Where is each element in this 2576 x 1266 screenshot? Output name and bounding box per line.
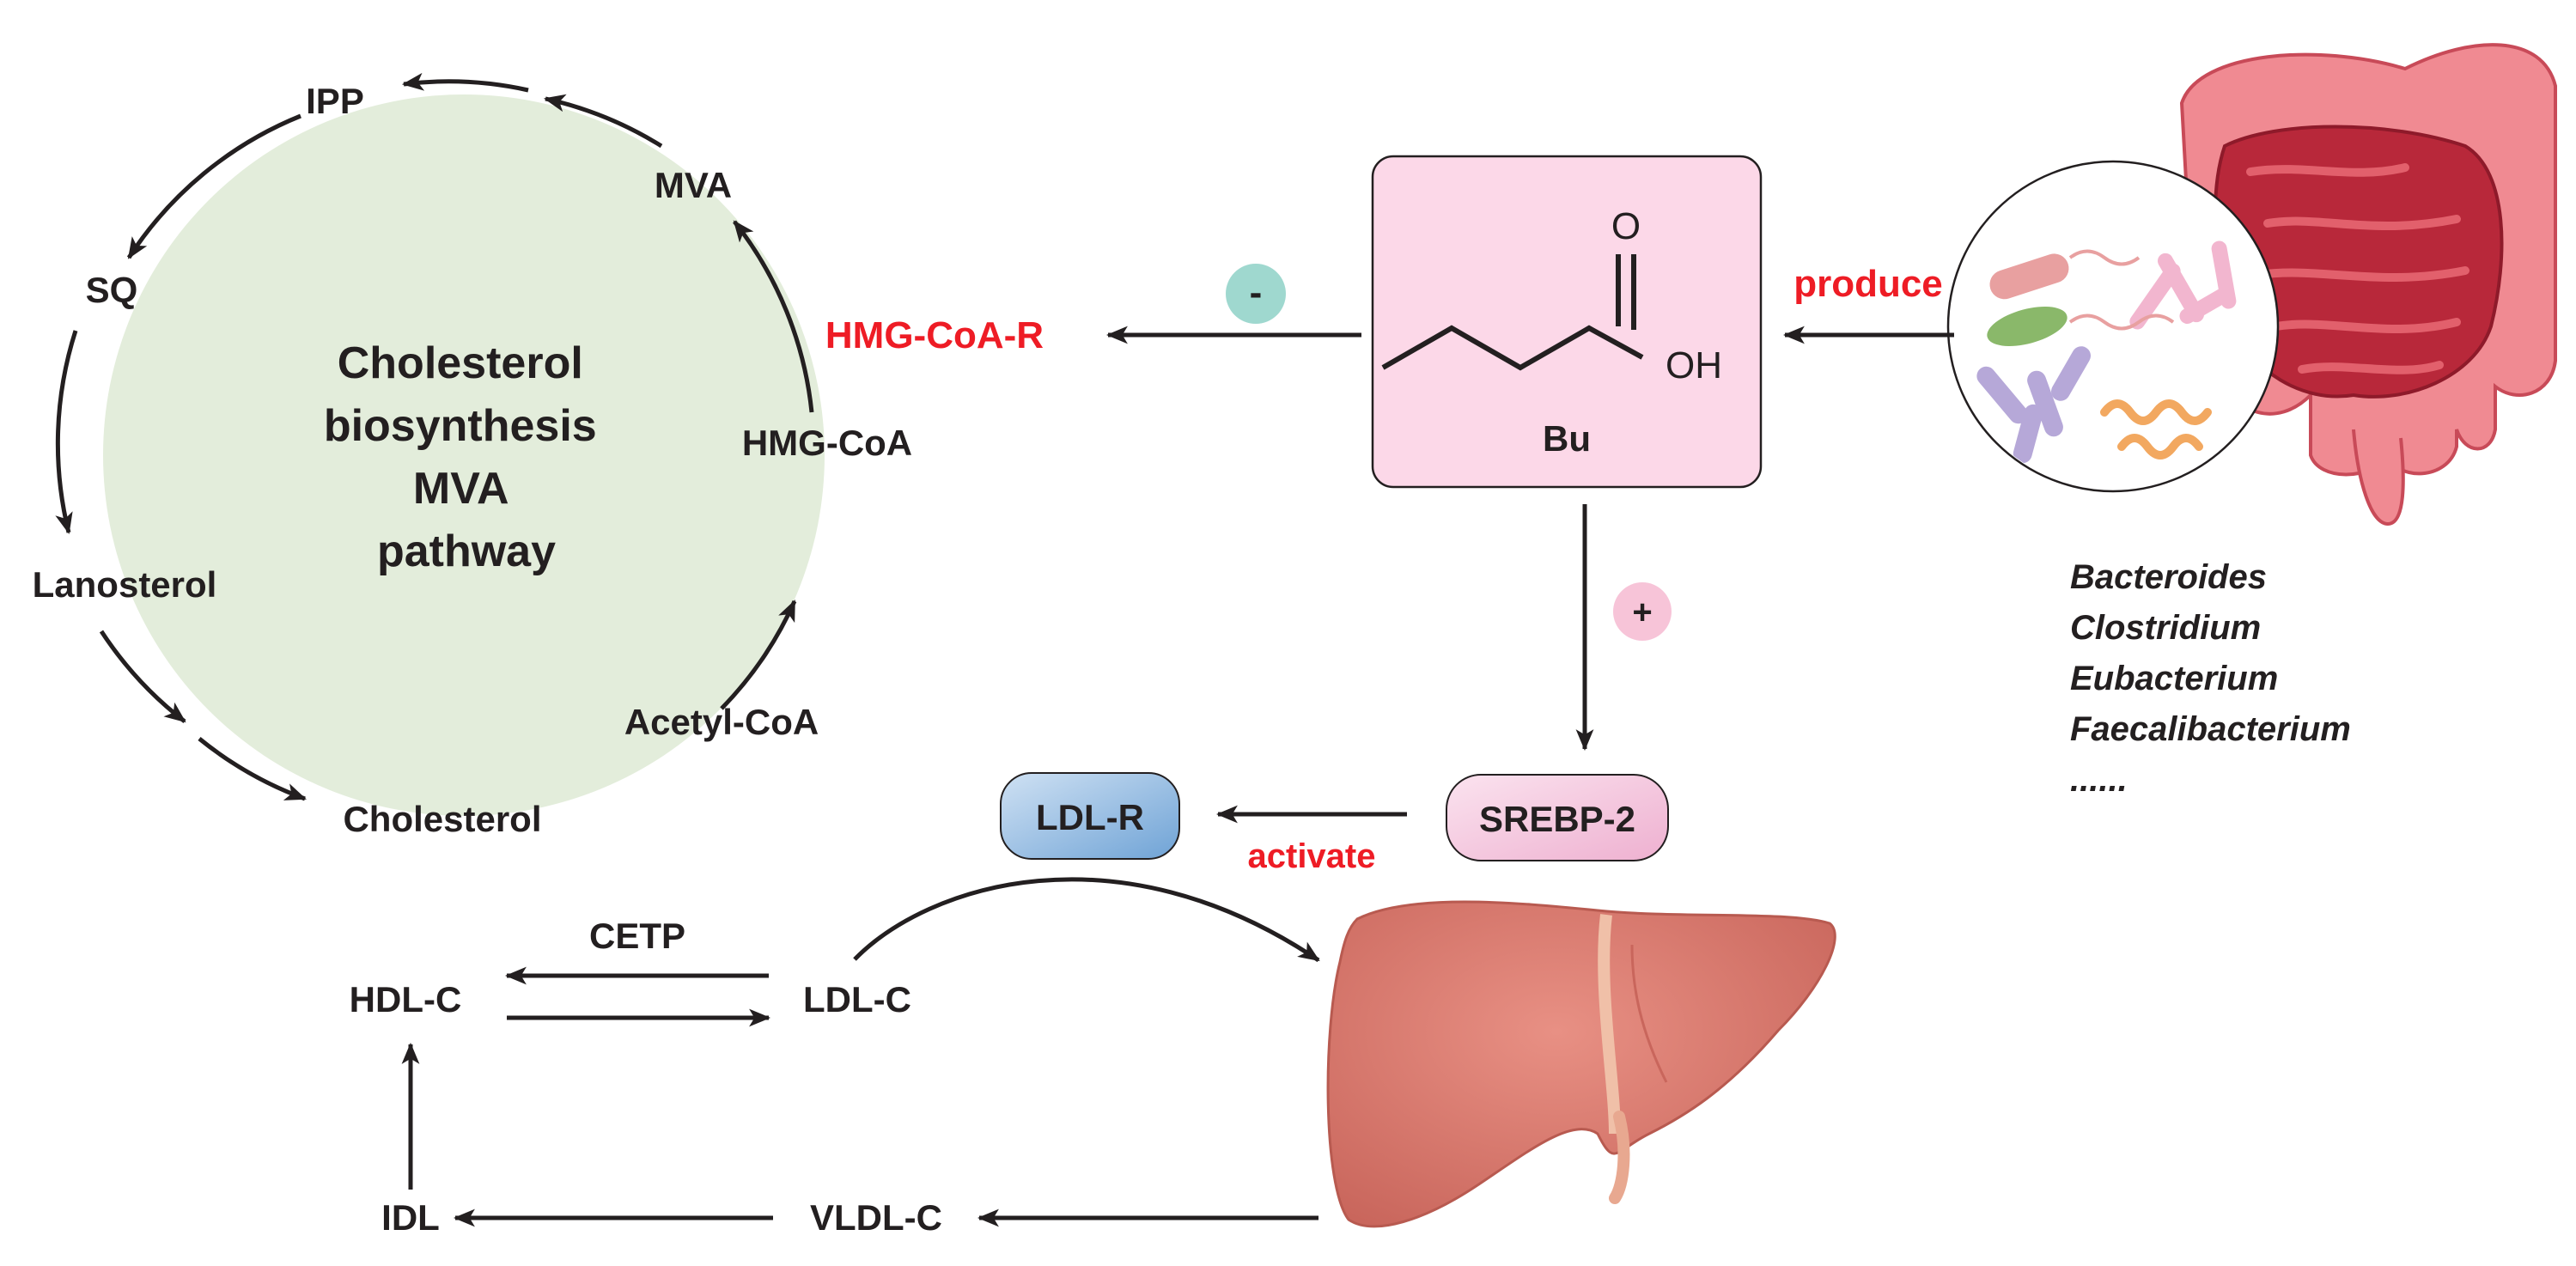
minus-badge bbox=[1226, 264, 1286, 324]
node-cholesterol: Cholesterol bbox=[343, 799, 541, 839]
cycle-title-line-4: pathway bbox=[377, 526, 556, 576]
cycle-background bbox=[103, 94, 825, 816]
intestine-folds bbox=[2246, 163, 2469, 374]
bacterium-green bbox=[1987, 307, 2067, 346]
bacteria-list: Bacteroides Clostridium Eubacterium Faec… bbox=[2070, 558, 2351, 799]
bacteria-item: Bacteroides bbox=[2070, 558, 2267, 596]
liver-body bbox=[1326, 900, 1836, 1228]
butyrate-chain bbox=[1381, 325, 1644, 371]
liver-lobe-line bbox=[1630, 944, 1668, 1083]
arrow-ldl-to-liver bbox=[853, 877, 1320, 963]
node-acetyl-coa: Acetyl-CoA bbox=[624, 702, 819, 742]
node-ipp: IPP bbox=[306, 81, 364, 121]
arrow-acetylcoa-to-hmgcoa bbox=[720, 600, 797, 710]
produce-label: produce bbox=[1793, 263, 1943, 305]
butyrate-label: Bu bbox=[1543, 418, 1591, 459]
intestine-illustration bbox=[2179, 43, 2557, 526]
vldl-c-label: VLDL-C bbox=[810, 1197, 942, 1238]
bacteria-inset bbox=[1946, 160, 2280, 493]
butyrate-box-bg bbox=[1371, 155, 1763, 489]
gallbladder-duct bbox=[1609, 1111, 1630, 1204]
minus-sign: - bbox=[1250, 271, 1263, 313]
arrow-hmgcoa-to-mva bbox=[733, 220, 814, 413]
bacteria-purple bbox=[1976, 346, 2091, 464]
cetp-label: CETP bbox=[589, 916, 685, 956]
activate-label: activate bbox=[1248, 837, 1376, 875]
ldlr-box bbox=[1000, 772, 1180, 860]
srebp2-label: SREBP-2 bbox=[1479, 799, 1635, 839]
arrow-ipp-to-sq bbox=[126, 113, 301, 259]
liver-ligament bbox=[1598, 914, 1621, 1135]
idl-label: IDL bbox=[381, 1197, 440, 1238]
plus-badge bbox=[1613, 582, 1672, 641]
arrow-lanosterol-down bbox=[99, 630, 186, 723]
cycle-title-line-3: MVA bbox=[413, 464, 509, 514]
cycle-title: Cholesterol biosynthesis MVA pathway bbox=[324, 338, 609, 576]
srebp2-box bbox=[1446, 774, 1669, 861]
node-hmg-coa: HMG-CoA bbox=[742, 423, 912, 463]
ldlr-label: LDL-R bbox=[1036, 797, 1144, 837]
bacteria-pink-branches bbox=[2129, 240, 2237, 330]
arrow-ipp-top bbox=[401, 72, 529, 93]
arrow-to-cholesterol bbox=[198, 737, 307, 801]
butyrate-box: O OH Bu bbox=[1371, 155, 1763, 489]
hdl-c-label: HDL-C bbox=[350, 979, 462, 1019]
bacterium-rod-pink bbox=[1989, 253, 2069, 300]
node-mva: MVA bbox=[655, 165, 732, 205]
bacteria-flagella bbox=[2068, 249, 2175, 331]
hmg-coa-r-label: HMG-CoA-R bbox=[825, 314, 1044, 356]
liver-illustration bbox=[1326, 900, 1836, 1228]
cycle-title-line-1: Cholesterol bbox=[338, 338, 583, 388]
atom-oxygen: O bbox=[1611, 205, 1641, 247]
arrow-sq-to-lanosterol bbox=[55, 330, 78, 535]
bacteria-item: ...... bbox=[2070, 761, 2128, 799]
cycle-title-line-2: biosynthesis bbox=[324, 401, 597, 451]
bacteria-item: Clostridium bbox=[2070, 609, 2261, 647]
atom-hydroxyl: OH bbox=[1666, 344, 1722, 386]
node-sq: SQ bbox=[86, 270, 138, 310]
bacteria-item: Eubacterium bbox=[2070, 660, 2278, 697]
plus-sign: + bbox=[1632, 593, 1652, 631]
node-lanosterol: Lanosterol bbox=[33, 564, 217, 605]
rectum bbox=[2352, 429, 2405, 526]
cholesterol-cycle: Cholesterol biosynthesis MVA pathway IPP… bbox=[33, 72, 912, 839]
ldl-c-label: LDL-C bbox=[803, 979, 911, 1019]
arrow-mva-to-ipp bbox=[543, 94, 663, 149]
bacteria-spirals bbox=[2100, 399, 2212, 460]
bacteria-item: Faecalibacterium bbox=[2070, 710, 2351, 748]
